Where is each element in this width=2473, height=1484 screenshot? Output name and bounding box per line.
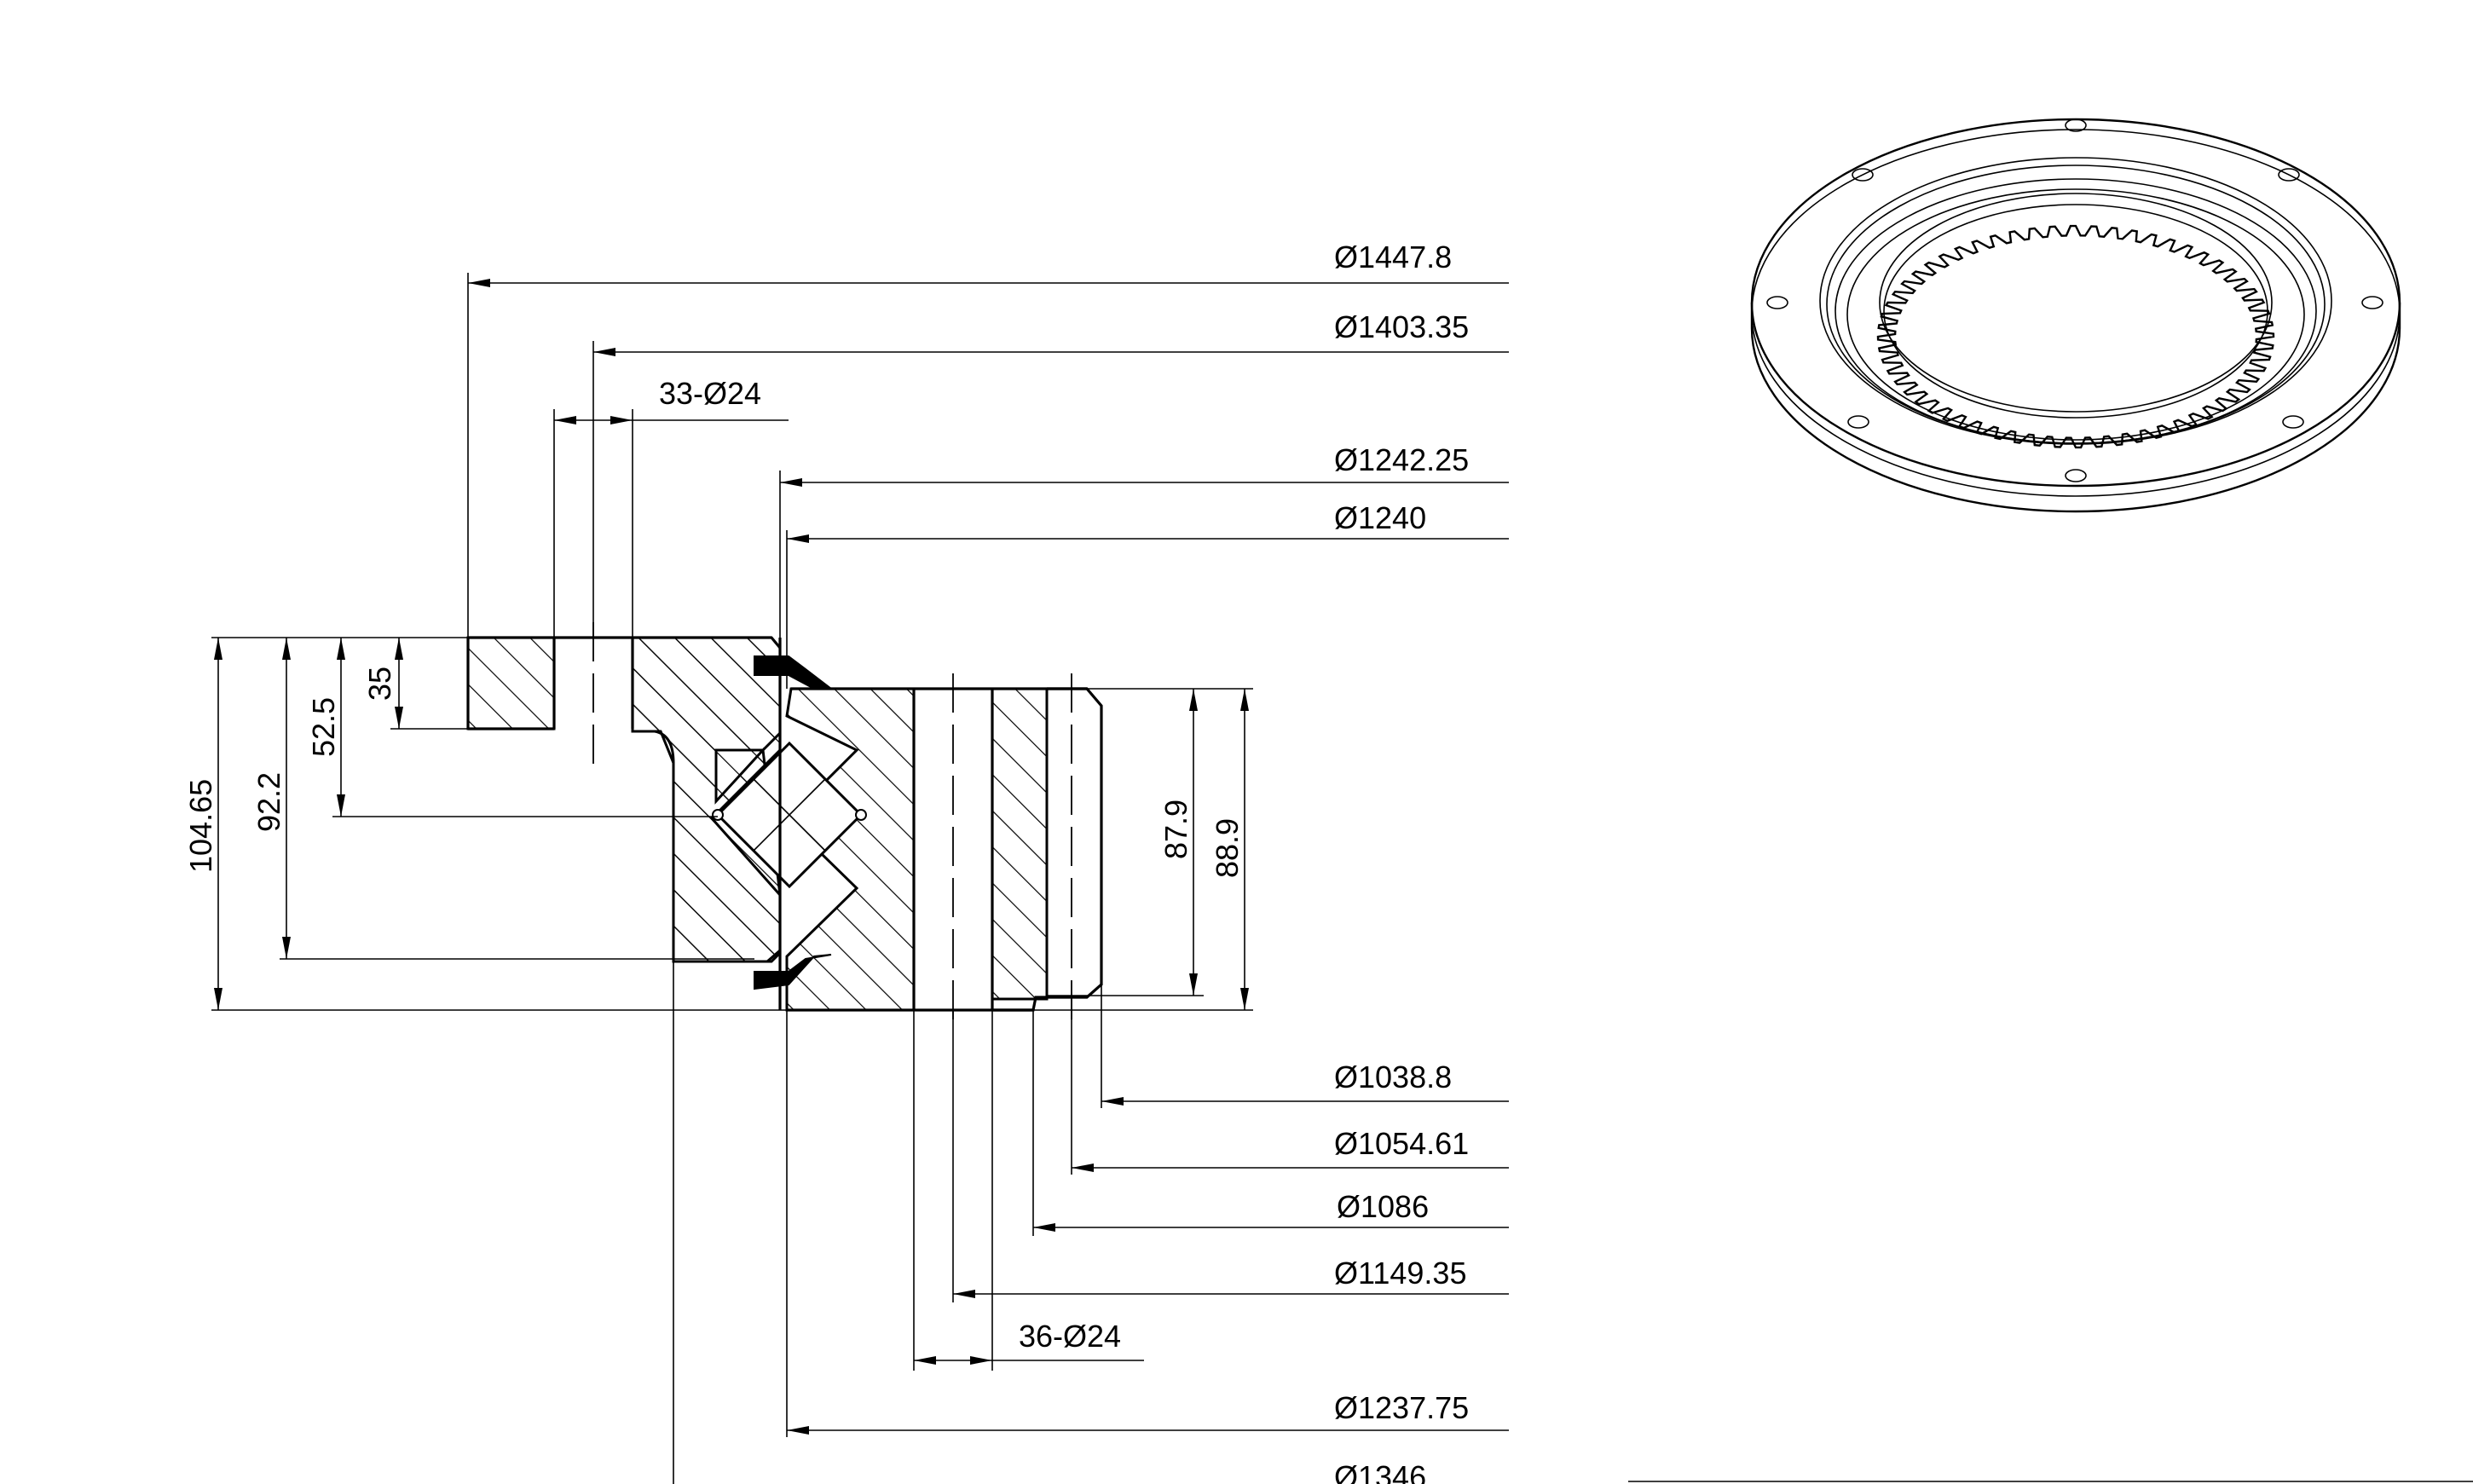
dim-h-88-9: 88.9 [1210, 818, 1245, 878]
internal-gear [1876, 193, 2275, 449]
isometric-view [1750, 118, 2401, 513]
dim-h-92-2: 92.2 [251, 772, 286, 832]
dim-h-104-65: 104.65 [183, 779, 218, 873]
cross-section [466, 622, 1103, 1023]
dim-1346: Ø1346 [1334, 1459, 1426, 1484]
dim-1054: Ø1054.61 [1334, 1126, 1469, 1161]
roller [712, 741, 867, 889]
top-dimensions: Ø1447.8 Ø1403.35 33-Ø24 Ø1242.25 Ø1240 [467, 240, 1509, 689]
left-dimensions: 35 52.5 92.2 104.65 [183, 637, 1253, 1011]
inner-gear-section [991, 687, 1049, 1001]
dim-h-52-5: 52.5 [306, 697, 341, 757]
dim-h-35: 35 [362, 667, 397, 701]
seal-top [754, 655, 834, 690]
dim-1240: Ø1240 [1334, 500, 1426, 535]
dim-1086: Ø1086 [1337, 1189, 1429, 1224]
dim-holes-inner: 36-Ø24 [1019, 1319, 1121, 1354]
gear-tooth-outline [1047, 687, 1103, 999]
seal-bottom [754, 954, 832, 990]
dim-od-outer: Ø1447.8 [1334, 240, 1452, 274]
dim-1237: Ø1237.75 [1334, 1390, 1469, 1425]
dim-1038: Ø1038.8 [1334, 1060, 1452, 1094]
dim-h-87-9: 87.9 [1158, 800, 1193, 859]
bottom-dimensions: Ø1038.8 Ø1054.61 Ø1086 Ø1149.35 36-Ø24 Ø… [673, 961, 1509, 1484]
bolt-holes [1766, 118, 2383, 482]
dim-bolt-circle-outer: Ø1403.35 [1334, 309, 1469, 344]
dim-holes-outer: 33-Ø24 [659, 376, 761, 411]
outer-ring-flange [466, 636, 556, 730]
right-dimensions: 87.9 88.9 [1047, 688, 1253, 1010]
dim-bolt-circle-inner: Ø1149.35 [1334, 1256, 1466, 1291]
dim-1242: Ø1242.25 [1334, 442, 1469, 477]
